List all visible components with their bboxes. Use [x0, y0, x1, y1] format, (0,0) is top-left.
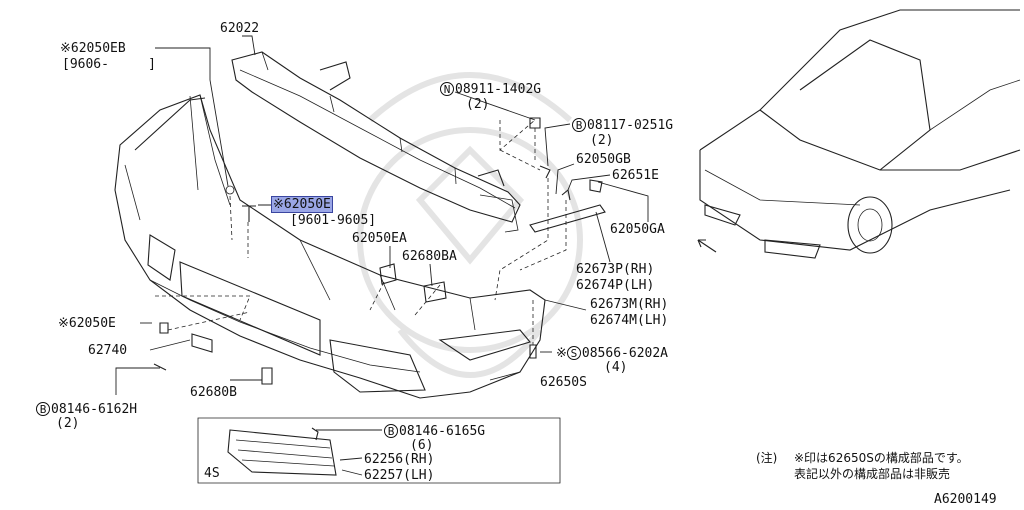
label-62256[interactable]: 62256(RH) — [364, 452, 435, 467]
label-62050gb[interactable]: 62050GB — [576, 152, 631, 167]
label-62673m[interactable]: 62673M(RH) — [590, 297, 669, 312]
label-08566-qty: (4) — [604, 360, 628, 375]
note-line-2: 表記以外の構成部品は非販売 — [794, 467, 951, 481]
part-number-08146-6165[interactable]: 08146-6165G — [399, 424, 486, 439]
box-label-4s: 4S — [204, 466, 220, 481]
label-62050e-date: [9601-9605] — [290, 213, 377, 228]
part-number-08566[interactable]: 08566-6202A — [581, 346, 668, 361]
part-number-08911[interactable]: 08911-1402G — [455, 82, 542, 97]
label-62673p[interactable]: 62673P(RH) — [576, 262, 655, 277]
leader-lines — [115, 35, 649, 476]
highlighted-part-number[interactable]: ※62050E — [271, 196, 333, 213]
part-number-08117[interactable]: 08117-0251G — [587, 118, 674, 133]
screw-symbol-icon: S — [566, 346, 581, 360]
grille-box — [197, 417, 561, 484]
reinforcement-beam[interactable] — [231, 51, 521, 233]
label-08146-6165-qty: (6) — [410, 438, 434, 453]
clips-and-bolts[interactable] — [153, 117, 606, 385]
label-62651e[interactable]: 62651E — [612, 168, 659, 183]
label-62680ba[interactable]: 62680BA — [402, 249, 457, 264]
label-62050ea[interactable]: 62050EA — [352, 231, 407, 246]
label-62674p[interactable]: 62674P(LH) — [576, 278, 655, 293]
label-62680b[interactable]: 62680B — [190, 385, 237, 400]
car-illustration — [697, 9, 1021, 259]
label-62674m[interactable]: 62674M(LH) — [590, 313, 669, 328]
label-08146-6162-qty: (2) — [56, 416, 80, 431]
label-62022[interactable]: 62022 — [220, 21, 260, 36]
watermark-emblem — [357, 72, 583, 378]
nut-symbol-icon: N — [440, 82, 454, 96]
bolt-symbol-icon: B — [384, 424, 398, 438]
note-line-1: ※印は62650Sの構成部品です。 — [794, 451, 969, 465]
note-prefix: (注) — [756, 451, 778, 465]
label-62050e-highlighted[interactable]: ※62050E — [271, 196, 333, 213]
diagram-id: A6200149 — [934, 492, 997, 507]
label-62050ga[interactable]: 62050GA — [610, 222, 665, 237]
bolt-symbol-icon: B — [572, 118, 586, 132]
bumper-fascia[interactable] — [114, 94, 546, 399]
label-08117-qty: (2) — [590, 133, 614, 148]
label-62050eb-date: [9606- ] — [62, 57, 156, 72]
label-62740[interactable]: 62740 — [88, 343, 128, 358]
label-62650s[interactable]: 62650S — [540, 375, 587, 390]
label-62050e-left[interactable]: ※62050E — [58, 316, 116, 331]
label-62257[interactable]: 62257(LH) — [364, 468, 435, 483]
label-62050eb[interactable]: ※62050EB — [60, 41, 126, 56]
assembly-dash-lines — [155, 119, 567, 345]
part-number-08146-6162[interactable]: 08146-6162H — [51, 402, 138, 417]
bolt-symbol-icon: B — [36, 402, 50, 416]
asterisk-prefix: ※ — [556, 346, 567, 361]
label-08911-qty: (2) — [466, 97, 490, 112]
